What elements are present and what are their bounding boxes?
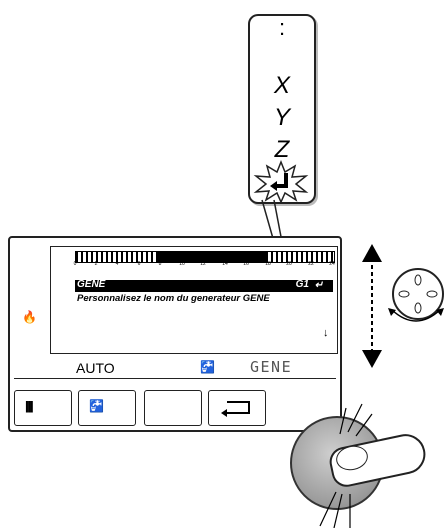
time-tick: 8 (158, 261, 162, 267)
status-bar: AUTO 🚰 GENE (14, 358, 336, 379)
selected-menu-row[interactable]: GENE G1 ↵ (75, 279, 333, 292)
menu-code: G1 (295, 279, 309, 290)
radiator-icon: ||||| (25, 399, 34, 413)
enter-icon: ↵ (314, 280, 323, 291)
tap-water-icon: 🚰 (200, 360, 215, 374)
controller-panel: 🔥 0 2 4 6 8 10 12 14 16 18 20 22 24 GENE… (8, 236, 342, 432)
status-mode: AUTO (76, 360, 115, 376)
time-tick: 10 (179, 261, 185, 267)
enter-burst-icon (253, 160, 309, 202)
flame-icon: 🔥 (22, 310, 37, 324)
menu-description: Personnalisez le nom du generateur GENE (77, 293, 270, 304)
rotate-dial-icon (392, 268, 444, 320)
time-program-bar (75, 251, 335, 263)
time-tick: 14 (222, 261, 228, 267)
rotation-arrows-icon (388, 308, 444, 322)
lcd-display: 0 2 4 6 8 10 12 14 16 18 20 22 24 GENE G… (50, 246, 338, 354)
time-tick: 16 (243, 261, 249, 267)
time-tick: 0 (73, 261, 77, 267)
callout-letter-x: X (273, 72, 290, 99)
radiator-button[interactable]: ||||| (14, 390, 72, 426)
time-tick: 6 (137, 261, 141, 267)
up-down-arrow-icon (362, 244, 382, 368)
time-tick: 4 (115, 261, 119, 267)
callout-letter-z: Z (274, 136, 290, 163)
hot-water-button[interactable]: 🚰 (78, 390, 136, 426)
time-tick: 18 (265, 261, 271, 267)
character-callout: : X Y Z (248, 14, 316, 204)
time-tick: 12 (200, 261, 206, 267)
return-button[interactable] (208, 390, 266, 426)
callout-ellipsis: : (278, 15, 286, 40)
time-scale: 0 2 4 6 8 10 12 14 16 18 20 22 24 (74, 247, 335, 269)
time-tick: 2 (94, 261, 98, 267)
time-tick: 20 (286, 261, 292, 267)
return-icon (221, 401, 250, 417)
status-name: GENE (250, 358, 293, 376)
time-tick: 24 (329, 261, 335, 267)
down-arrow-icon: ↓ (323, 327, 329, 339)
press-rays (319, 403, 373, 528)
time-tick: 22 (308, 261, 314, 267)
empty-softkey-button[interactable] (144, 390, 202, 426)
menu-title: GENE (77, 279, 106, 290)
tap-water-icon: 🚰 (89, 399, 104, 413)
callout-letter-y: Y (273, 104, 290, 131)
